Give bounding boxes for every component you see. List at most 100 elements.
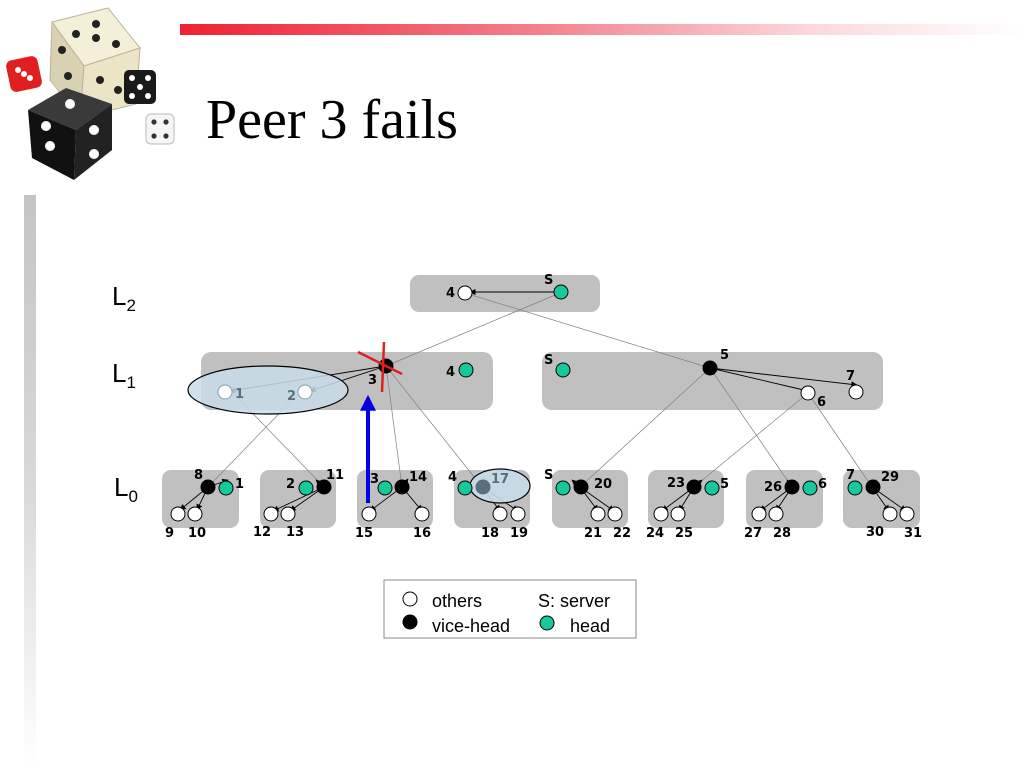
svg-text:21: 21 bbox=[584, 526, 602, 541]
svg-text:28: 28 bbox=[773, 526, 791, 541]
node-l1-5 bbox=[702, 360, 718, 376]
svg-text:7: 7 bbox=[846, 369, 855, 384]
svg-text:10: 10 bbox=[188, 526, 206, 541]
legend-head: head bbox=[570, 616, 610, 636]
dice-logo bbox=[6, 7, 175, 180]
small-black-die-icon bbox=[124, 70, 156, 104]
node-23 bbox=[686, 479, 702, 495]
node-29 bbox=[865, 479, 881, 495]
svg-text:19: 19 bbox=[510, 526, 528, 541]
svg-text:15: 15 bbox=[355, 526, 373, 541]
legend-others-icon bbox=[402, 591, 418, 607]
svg-text:20: 20 bbox=[594, 477, 612, 492]
node-19 bbox=[510, 506, 526, 522]
legend-vice-head-icon bbox=[402, 614, 418, 630]
svg-text:9: 9 bbox=[165, 526, 174, 541]
node-l1-s bbox=[555, 362, 571, 378]
highlight-ellipse-l1 bbox=[187, 365, 349, 415]
svg-text:7: 7 bbox=[846, 468, 855, 483]
node-l1-4 bbox=[458, 362, 474, 378]
svg-text:16: 16 bbox=[413, 526, 431, 541]
cluster-l1-right bbox=[542, 352, 883, 410]
node-25 bbox=[670, 506, 686, 522]
node-l2-s bbox=[553, 284, 569, 300]
legend-box bbox=[383, 579, 637, 639]
node-3 bbox=[377, 480, 393, 496]
node-s bbox=[555, 480, 571, 496]
node-11 bbox=[316, 479, 332, 495]
svg-text:4: 4 bbox=[446, 365, 455, 380]
svg-text:27: 27 bbox=[744, 526, 762, 541]
node-l2-4 bbox=[457, 285, 473, 301]
node-2 bbox=[298, 480, 314, 496]
node-5 bbox=[704, 480, 720, 496]
svg-text:6: 6 bbox=[817, 395, 826, 410]
svg-text:17: 17 bbox=[491, 472, 509, 487]
node-31 bbox=[899, 506, 915, 522]
title-accent-bar bbox=[180, 24, 1024, 35]
legend-vice-head: vice-head bbox=[432, 616, 510, 636]
level-label-l0: L0 bbox=[114, 472, 138, 506]
svg-text:18: 18 bbox=[481, 526, 499, 541]
svg-text:S: S bbox=[544, 273, 553, 288]
svg-text:29: 29 bbox=[881, 470, 899, 485]
svg-text:14: 14 bbox=[409, 470, 427, 485]
svg-text:4: 4 bbox=[446, 286, 455, 301]
svg-text:5: 5 bbox=[720, 348, 729, 363]
node-l1-6 bbox=[800, 385, 816, 401]
left-accent-bar bbox=[24, 195, 36, 768]
red-die-icon bbox=[6, 56, 42, 92]
node-7 bbox=[847, 480, 863, 496]
svg-text:23: 23 bbox=[667, 476, 685, 491]
node-l1-1 bbox=[217, 384, 233, 400]
svg-text:13: 13 bbox=[286, 525, 304, 540]
svg-text:30: 30 bbox=[866, 525, 884, 540]
node-8 bbox=[200, 479, 216, 495]
legend-others: others bbox=[432, 591, 482, 611]
legend: others S: server vice-head head bbox=[383, 579, 637, 639]
node-1 bbox=[218, 480, 234, 496]
svg-text:5: 5 bbox=[720, 477, 729, 492]
legend-server: S: server bbox=[538, 591, 610, 611]
svg-text:25: 25 bbox=[675, 526, 693, 541]
svg-text:26: 26 bbox=[764, 480, 782, 495]
node-21 bbox=[590, 506, 606, 522]
svg-text:3: 3 bbox=[368, 373, 377, 388]
node-16 bbox=[414, 506, 430, 522]
node-labels: 4 S 1 2 3 4 S 5 7 6 8 1 9 10 2 11 12 13 … bbox=[165, 273, 922, 541]
node-l1-2 bbox=[297, 384, 313, 400]
node-28 bbox=[768, 506, 784, 522]
node-12 bbox=[263, 506, 279, 522]
node-27 bbox=[751, 506, 767, 522]
node-24 bbox=[653, 506, 669, 522]
node-13 bbox=[280, 506, 296, 522]
level-label-l1: L1 bbox=[112, 358, 136, 392]
svg-text:S: S bbox=[544, 353, 553, 368]
node-26 bbox=[784, 479, 800, 495]
node-30 bbox=[882, 506, 898, 522]
node-17 bbox=[475, 479, 491, 495]
level-labels: L2 L1 L0 bbox=[112, 281, 138, 506]
svg-text:3: 3 bbox=[370, 472, 379, 487]
node-l1-7 bbox=[848, 384, 864, 400]
node-18 bbox=[492, 506, 508, 522]
failure-cross-icon bbox=[357, 341, 403, 393]
svg-text:24: 24 bbox=[646, 526, 664, 541]
svg-text:S: S bbox=[544, 468, 553, 483]
legend-head-icon bbox=[539, 615, 555, 631]
svg-text:2: 2 bbox=[286, 477, 295, 492]
cluster-l2 bbox=[410, 275, 600, 312]
svg-text:11: 11 bbox=[326, 468, 344, 483]
node-14 bbox=[394, 479, 410, 495]
svg-text:12: 12 bbox=[253, 525, 271, 540]
nodes bbox=[170, 284, 915, 522]
node-9 bbox=[170, 506, 186, 522]
node-4 bbox=[457, 480, 473, 496]
node-22 bbox=[607, 506, 623, 522]
level-label-l2: L2 bbox=[112, 281, 136, 315]
svg-text:2: 2 bbox=[287, 389, 296, 404]
svg-text:1: 1 bbox=[235, 387, 244, 402]
node-10 bbox=[187, 506, 203, 522]
node-20 bbox=[573, 479, 589, 495]
